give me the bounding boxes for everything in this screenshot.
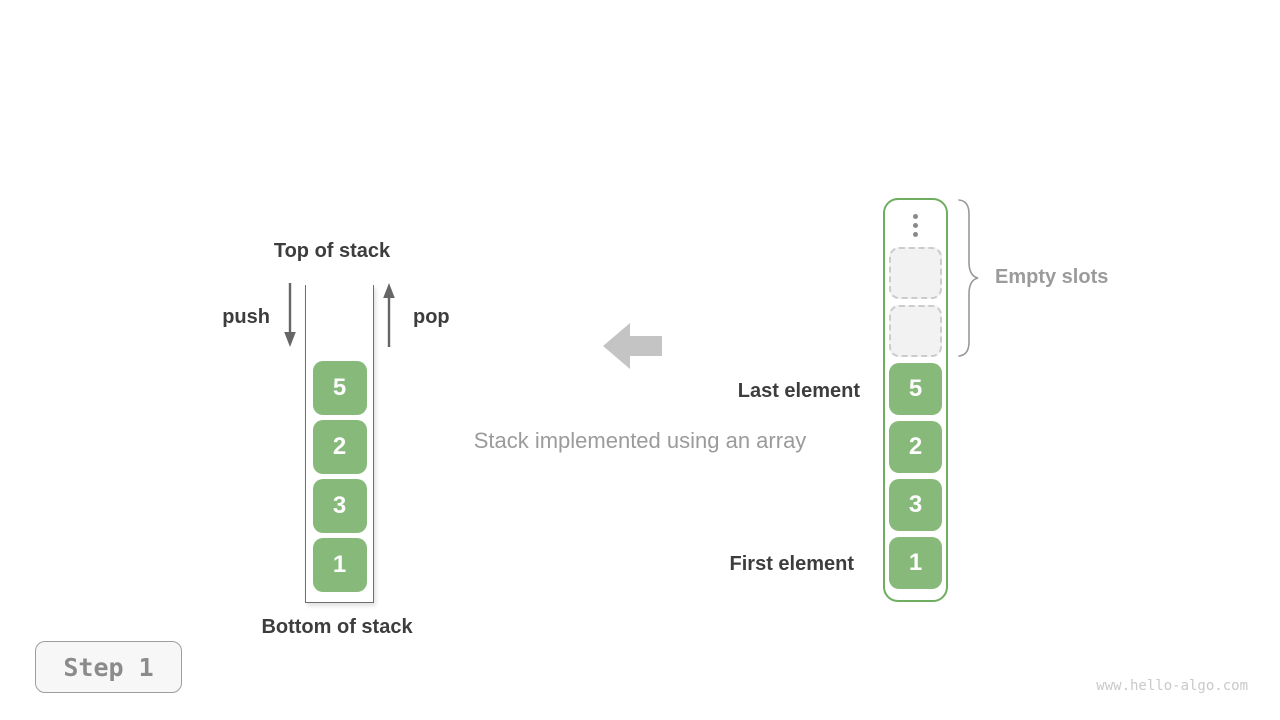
stack-cell: 1 (312, 538, 367, 592)
array-container: 5 2 3 1 (883, 198, 948, 602)
vertical-ellipsis-icon (913, 214, 918, 237)
stack-cell: 5 (312, 361, 367, 415)
array-cell: 1 (889, 537, 942, 589)
first-element-label: First element (729, 553, 854, 575)
stack-cell: 3 (312, 479, 367, 533)
array-cell: 2 (889, 421, 942, 473)
push-down-arrow-icon (283, 282, 297, 348)
left-block-arrow-icon (602, 321, 662, 371)
watermark: www.hello-algo.com (1096, 678, 1248, 694)
array-cell: 5 (889, 363, 942, 415)
push-label: push (222, 306, 270, 328)
empty-slot (889, 247, 942, 299)
step-badge: Step 1 (35, 641, 182, 693)
empty-slot (889, 305, 942, 357)
stack-cell: 2 (312, 420, 367, 474)
pop-up-arrow-icon (382, 282, 396, 348)
curly-brace-icon (956, 198, 980, 358)
bottom-of-stack-label: Bottom of stack (261, 616, 413, 638)
empty-slots-label: Empty slots (995, 266, 1109, 288)
step-badge-label: Step 1 (63, 652, 154, 682)
diagram-caption: Stack implemented using an array (473, 428, 807, 453)
top-of-stack-label: Top of stack (273, 240, 391, 262)
stack-container: 5 2 3 1 (305, 285, 374, 603)
last-element-label: Last element (737, 380, 860, 402)
array-cell: 3 (889, 479, 942, 531)
pop-label: pop (413, 306, 450, 328)
